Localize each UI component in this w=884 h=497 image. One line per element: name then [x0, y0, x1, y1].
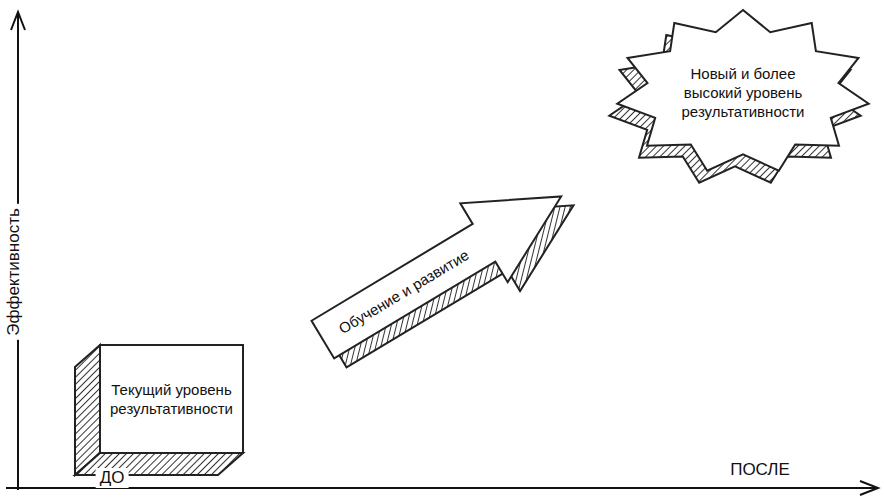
box-outline	[100, 345, 243, 453]
x-axis	[6, 487, 876, 489]
axis-label: ПОСЛЕ	[726, 460, 794, 480]
axis-label: ДО	[96, 468, 129, 488]
y-axis-head	[11, 12, 25, 30]
axis-label: Эффективность	[4, 204, 24, 340]
node-label: Текущий уровень результативности	[108, 380, 235, 418]
level-box: Текущий уровень результативности	[100, 345, 243, 453]
node-text-group: Новый и более высокий уровень результати…	[673, 64, 813, 121]
arrow-face	[299, 157, 585, 379]
node-text-group: Текущий уровень результативности	[108, 380, 235, 418]
starburst-shape: Новый и более высокий уровень результати…	[612, 6, 874, 178]
arrow-shape: Обучение и развитие	[299, 157, 585, 379]
node-label: Новый и более высокий уровень результати…	[673, 64, 813, 121]
box-face	[100, 345, 243, 453]
x-axis-head	[860, 481, 878, 495]
starburst-face	[617, 10, 868, 171]
